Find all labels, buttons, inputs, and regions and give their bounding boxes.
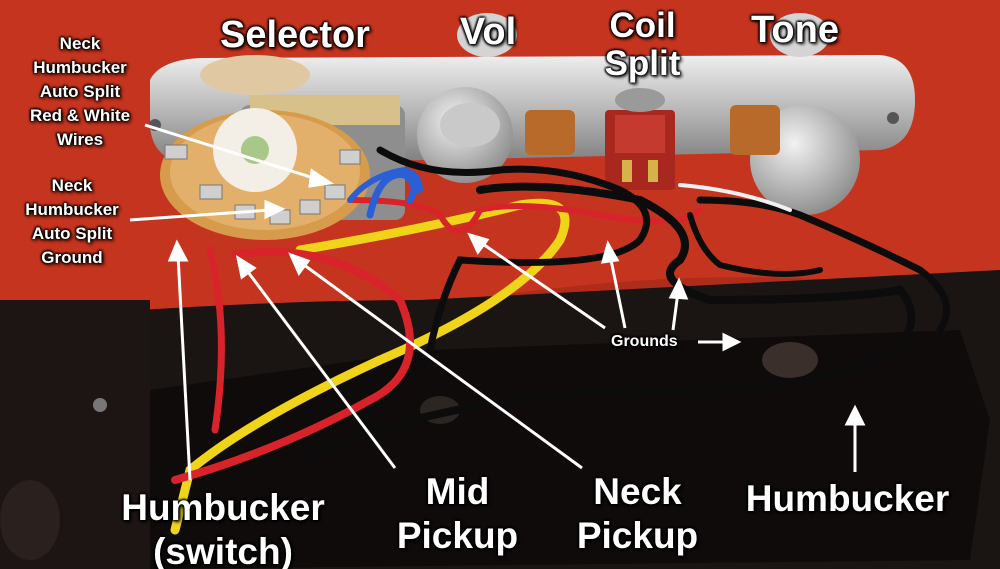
annotation-arrows <box>129 123 866 481</box>
humbucker-label: Humbucker <box>745 478 950 519</box>
mid-pickup-label: Mid Pickup <box>396 471 519 556</box>
red-wire <box>171 248 414 484</box>
tone-label: Tone <box>751 9 839 51</box>
control-cavity <box>115 330 990 569</box>
neck-auto-split-wires-label: Neck Humbucker Auto Split Red & White Wi… <box>29 34 131 149</box>
vol-label: Vol <box>459 11 517 53</box>
neck-pickup-label: Neck Pickup <box>576 471 699 556</box>
wires <box>170 146 951 535</box>
grounds-label: Grounds <box>611 333 678 350</box>
coil-split-label: Coil Split <box>604 6 681 83</box>
selector-label: Selector <box>220 14 370 56</box>
black-wire <box>296 182 916 464</box>
neck-auto-split-ground-label: Neck Humbucker Auto Split Ground <box>25 176 119 267</box>
humbucker-switch-label: Humbucker (switch) <box>121 487 325 569</box>
